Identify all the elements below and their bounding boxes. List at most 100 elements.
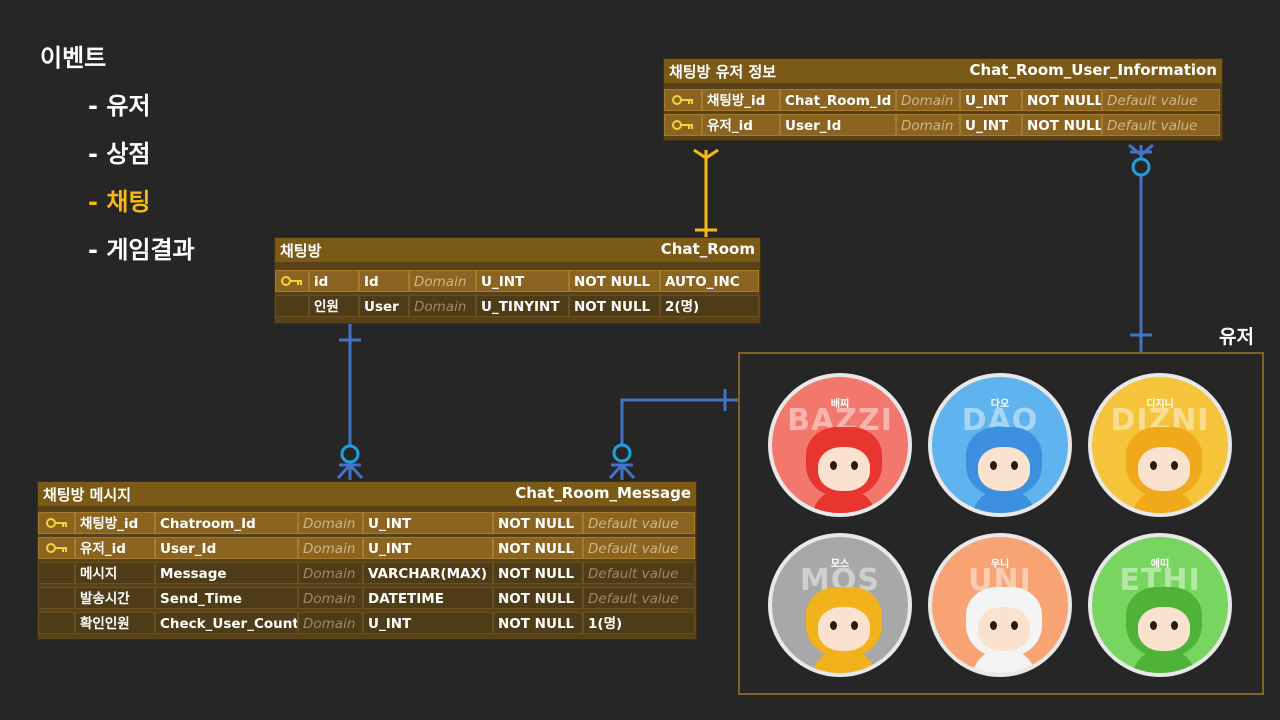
table-cell: U_TINYINT [476, 295, 569, 317]
table-cell: NOT NULL [1022, 89, 1102, 111]
table-cell: Domain [409, 270, 476, 292]
table-korean-name: 채팅방 유저 정보 [669, 63, 777, 81]
table-cell: U_INT [363, 612, 493, 634]
key-cell [275, 270, 309, 292]
table-cell: Domain [298, 612, 363, 634]
table-cell: NOT NULL [493, 612, 583, 634]
table-cell: Check_User_Count [155, 612, 298, 634]
menu-item[interactable]: - 유저 [88, 92, 151, 120]
character-eye [990, 461, 997, 470]
table-header: 채팅방 Chat_Room [275, 238, 760, 262]
menu-item[interactable]: - 채팅 [88, 188, 151, 216]
menu-item[interactable]: - 상점 [88, 140, 151, 168]
table-cell: 1(명) [583, 612, 695, 634]
character-name: 모스 [830, 559, 850, 570]
menu-title: 이벤트 [40, 44, 107, 72]
character-eye [830, 461, 837, 470]
table-korean-name: 채팅방 [280, 242, 322, 260]
key-cell [664, 89, 702, 111]
table-cell: Domain [298, 537, 363, 559]
table-cell: Domain [298, 587, 363, 609]
table-cell: 채팅방_id [702, 89, 780, 111]
table-cell: 발송시간 [75, 587, 155, 609]
table-cell: DATETIME [363, 587, 493, 609]
character-eye [851, 621, 858, 630]
character-eye [1011, 461, 1018, 470]
table-cell: Message [155, 562, 298, 584]
character-eye [1171, 621, 1178, 630]
key-icon [281, 276, 302, 286]
table-cell: Domain [298, 512, 363, 534]
table-cell: Domain [896, 114, 960, 136]
table-cell: Default value [583, 537, 695, 559]
character-eye [1150, 621, 1157, 630]
table-cell: 2(명) [660, 295, 759, 317]
key-cell [38, 562, 75, 584]
relation-chatroom-userinfo [693, 148, 719, 238]
table-cell: Id [359, 270, 409, 292]
table-cell: User [359, 295, 409, 317]
relation-chatroom-message [336, 322, 364, 480]
table-cell: Chatroom_Id [155, 512, 298, 534]
table-cell: Default value [1102, 89, 1220, 111]
menu-item[interactable]: - 게임결과 [88, 236, 195, 264]
table-cell: Send_Time [155, 587, 298, 609]
table-cell: U_INT [363, 537, 493, 559]
key-cell [38, 537, 75, 559]
character-name: 배찌 [830, 399, 850, 410]
table-cell: 채팅방_id [75, 512, 155, 534]
key-icon [45, 518, 67, 528]
table-cell: Domain [298, 562, 363, 584]
table-cell: Default value [583, 587, 695, 609]
character-eye [1150, 461, 1157, 470]
table-cell: 확인인원 [75, 612, 155, 634]
character-face [978, 447, 1030, 491]
table-cell: Default value [1102, 114, 1220, 136]
table-cell: User_Id [780, 114, 896, 136]
character-name: 에띠 [1150, 559, 1170, 570]
table-cell: Domain [409, 295, 476, 317]
relation-user-userinfo [1128, 143, 1154, 352]
table-cell: NOT NULL [493, 512, 583, 534]
table-cell: NOT NULL [493, 587, 583, 609]
table-cell: U_INT [363, 512, 493, 534]
character-name: 우니 [990, 559, 1010, 570]
table-cell: NOT NULL [569, 270, 660, 292]
key-cell [275, 295, 309, 317]
table-cell: Domain [896, 89, 960, 111]
table-cell: NOT NULL [493, 562, 583, 584]
table-cell: 유저_id [702, 114, 780, 136]
user-group-label: 유저 [1219, 326, 1254, 348]
character-eye [1011, 621, 1018, 630]
character-face [1138, 607, 1190, 651]
table-cell: id [309, 270, 359, 292]
table-english-name: Chat_Room [660, 240, 755, 258]
relation-cardinality-circle [1131, 157, 1151, 177]
character-name: 디지니 [1146, 399, 1174, 410]
table-cell: User_Id [155, 537, 298, 559]
table-cell: AUTO_INC [660, 270, 759, 292]
table-cell: 유저_id [75, 537, 155, 559]
character-face [978, 607, 1030, 651]
key-cell [38, 512, 75, 534]
